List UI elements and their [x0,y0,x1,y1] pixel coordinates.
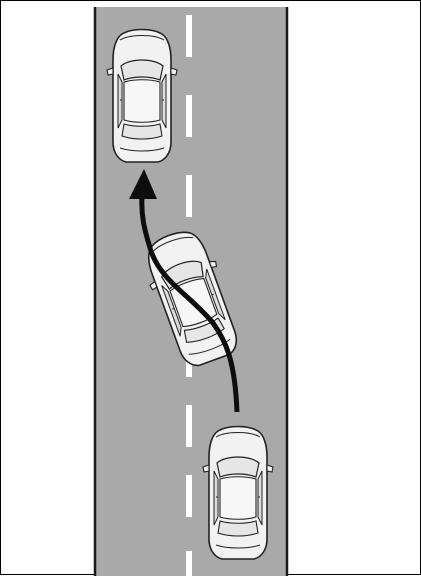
vehicle-before-lane-change [203,427,273,560]
lane-dash [186,175,192,217]
lane-dash [186,405,192,447]
lane-dash [186,15,192,57]
lane-dash [186,95,192,137]
lane-dash [186,551,192,576]
vehicle-after-lane-change [107,30,177,163]
lane-dash [186,475,192,517]
